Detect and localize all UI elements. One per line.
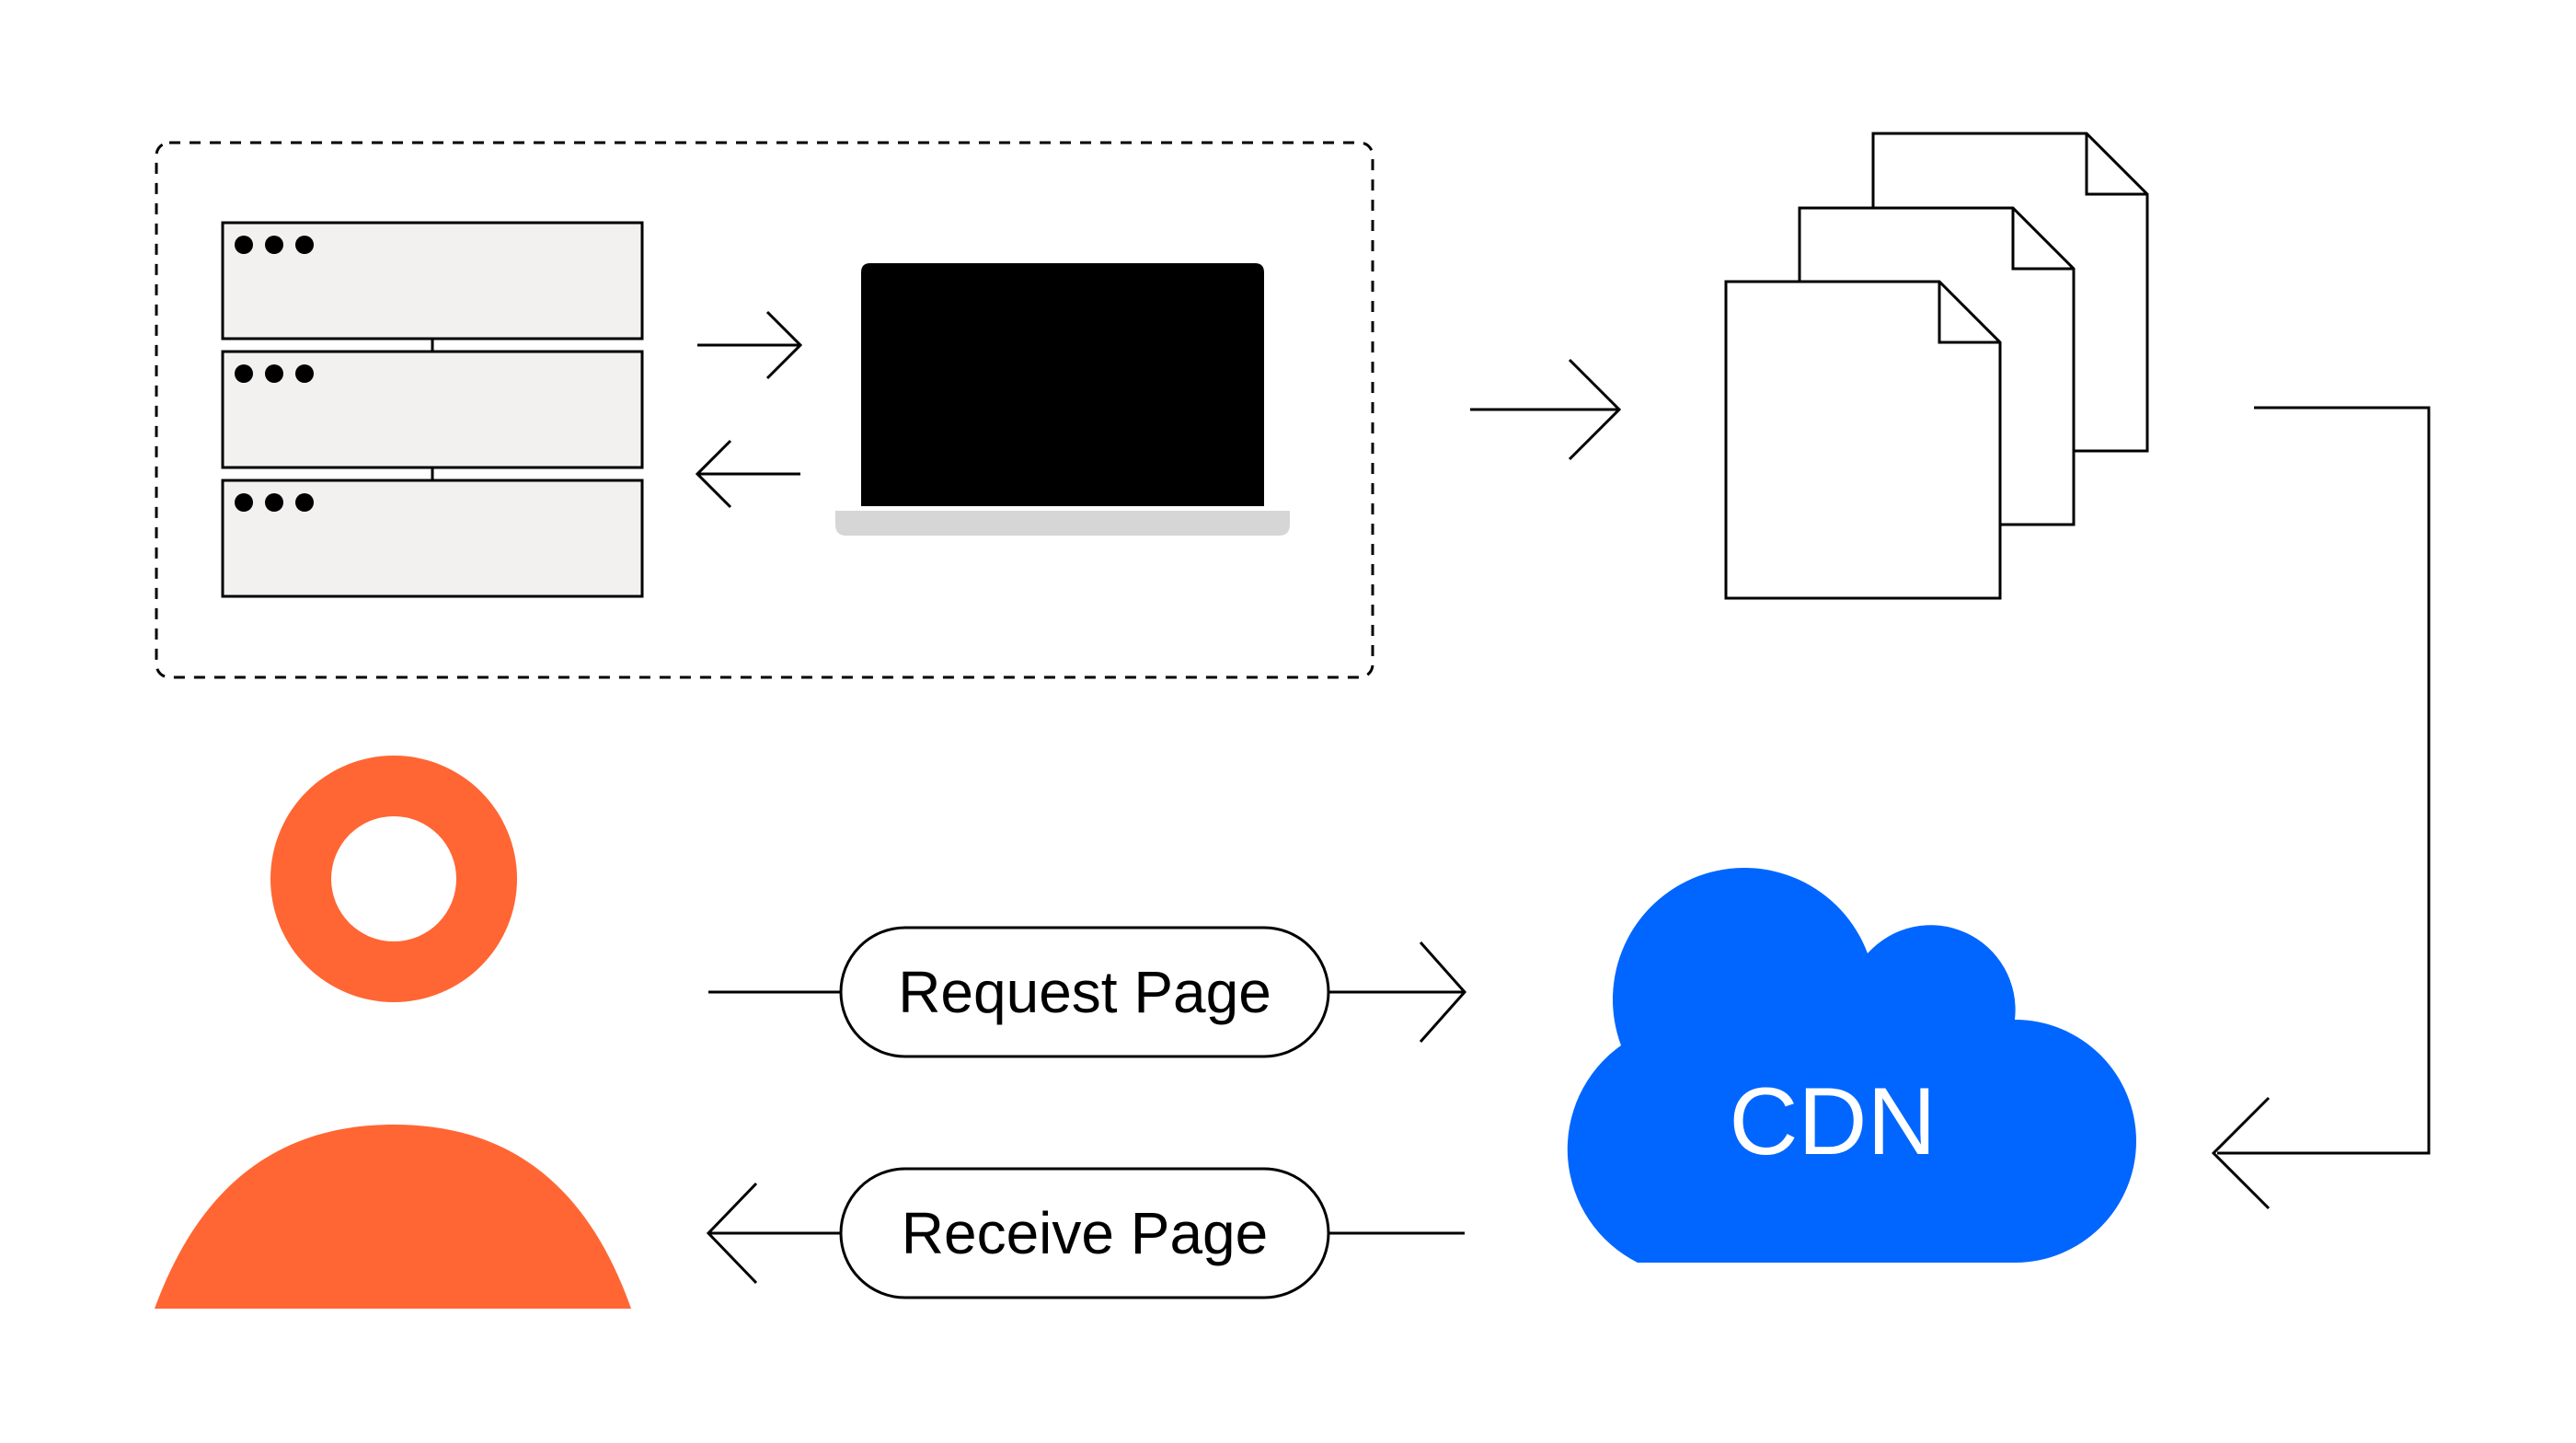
laptop-icon	[835, 263, 1290, 536]
laptop-to-server-arrow	[695, 439, 800, 509]
cdn-label: CDN	[1729, 1068, 1936, 1175]
user-head	[270, 756, 517, 1002]
request-page-pill: Request Page	[839, 926, 1330, 1058]
documents-stack-icon	[1724, 132, 2149, 600]
receive-page-pill: Receive Page	[839, 1167, 1330, 1299]
cloud-icon	[1567, 868, 2136, 1263]
server-unit	[221, 479, 644, 598]
user-body	[155, 1125, 631, 1309]
build-to-documents-arrow	[1470, 358, 1622, 461]
build-environment-box	[155, 141, 1374, 679]
request-page-label: Request Page	[898, 959, 1271, 1025]
server-unit	[221, 350, 644, 469]
server-unit	[221, 221, 644, 341]
server-to-laptop-arrow	[697, 310, 803, 380]
receive-page-label: Receive Page	[902, 1200, 1268, 1266]
request-page-arrow	[708, 941, 1467, 1043]
document-front	[1724, 280, 2002, 600]
documents-to-cdn-connector	[2211, 406, 2431, 1210]
user-icon	[155, 756, 631, 1309]
server-rack-icon	[221, 221, 644, 598]
receive-page-arrow	[706, 1182, 1465, 1285]
